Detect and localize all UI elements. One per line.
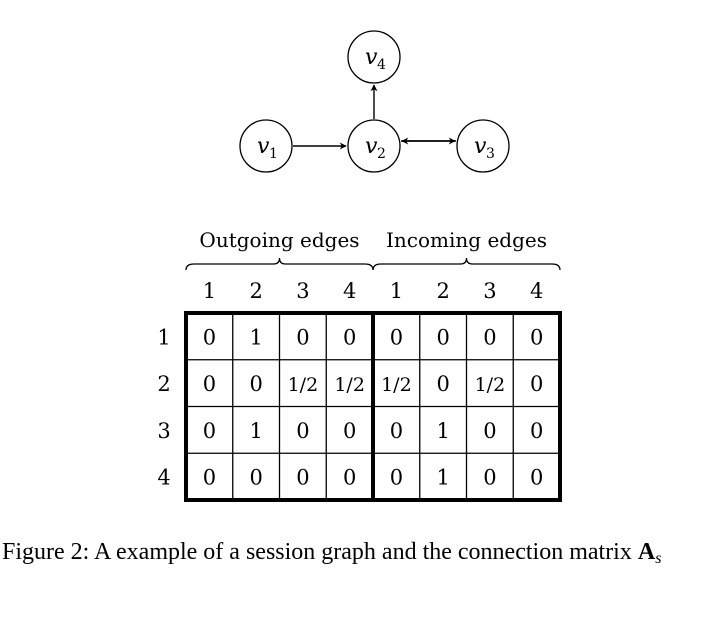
node-label-subscript: 4 (377, 57, 386, 73)
row-label: 4 (157, 466, 170, 490)
figure-caption: Figure 2: A example of a session graph a… (2, 536, 712, 575)
row-label: 2 (157, 372, 170, 396)
matrix-cell: 1/2 (288, 374, 319, 396)
matrix-cell: 1/2 (381, 374, 412, 396)
row-label: 3 (157, 419, 170, 443)
matrix-cell: 1 (436, 419, 449, 443)
matrix-cell: 1 (436, 466, 449, 490)
caption-text: Figure 2: A example of a session graph a… (2, 539, 638, 565)
col-label: 2 (436, 279, 449, 303)
matrix-cell: 1/2 (334, 374, 365, 396)
node-label: v (474, 134, 487, 159)
matrix-cell: 0 (483, 325, 496, 349)
col-label: 3 (296, 279, 309, 303)
group-brace (185, 257, 374, 271)
matrix-cell: 0 (203, 372, 216, 396)
matrix-cell: 0 (530, 372, 543, 396)
node-label-subscript: 1 (269, 146, 278, 162)
node-circle (239, 119, 293, 173)
matrix-cell: 0 (390, 419, 403, 443)
matrix-cell: 1 (249, 325, 262, 349)
node-label: v (365, 45, 378, 70)
node-label-subscript: 2 (377, 146, 386, 162)
matrix-cell: 0 (296, 466, 309, 490)
matrix-cell: 1/2 (475, 374, 506, 396)
col-label: 1 (203, 279, 216, 303)
node-circle (347, 30, 401, 84)
matrix-cell: 0 (343, 325, 356, 349)
node-label-subscript: 3 (486, 146, 495, 162)
row-label: 1 (157, 325, 170, 349)
matrix-cell: 0 (436, 325, 449, 349)
matrix-cell: 0 (530, 466, 543, 490)
col-label: 4 (530, 279, 543, 303)
group-brace (372, 257, 561, 271)
group-label: Outgoing edges (199, 228, 359, 252)
matrix-border (184, 311, 562, 502)
node-circle (347, 119, 401, 173)
col-label: 3 (483, 279, 496, 303)
matrix-cell: 0 (390, 325, 403, 349)
matrix-cell: 0 (390, 466, 403, 490)
matrix-cell: 0 (203, 325, 216, 349)
group-label: Incoming edges (386, 228, 547, 252)
matrix-cell: 0 (296, 325, 309, 349)
matrix-cell: 0 (203, 419, 216, 443)
connection-matrix: Outgoing edges Incoming edges 1 2 3 4 1 2 3 4 1 2 3 4… (157, 228, 562, 502)
node-circle (456, 119, 510, 173)
node-label: v (365, 134, 378, 159)
matrix-cell: 0 (343, 419, 356, 443)
matrix-cell: 0 (203, 466, 216, 490)
matrix-cell: 0 (483, 466, 496, 490)
matrix-cell: 0 (249, 466, 262, 490)
col-label: 2 (249, 279, 262, 303)
matrix-cell: 0 (483, 419, 496, 443)
col-label: 4 (343, 279, 356, 303)
col-label: 1 (390, 279, 403, 303)
matrix-cell: 1 (249, 419, 262, 443)
matrix-cell: 0 (436, 372, 449, 396)
matrix-cell: 0 (530, 325, 543, 349)
matrix-cell: 0 (343, 466, 356, 490)
matrix-cell: 0 (296, 419, 309, 443)
caption-matrix-symbol: A (637, 539, 656, 565)
matrix-cell: 0 (249, 372, 262, 396)
node-label: v (257, 134, 270, 159)
matrix-cell: 0 (530, 419, 543, 443)
caption-matrix-subscript: s (655, 550, 662, 567)
